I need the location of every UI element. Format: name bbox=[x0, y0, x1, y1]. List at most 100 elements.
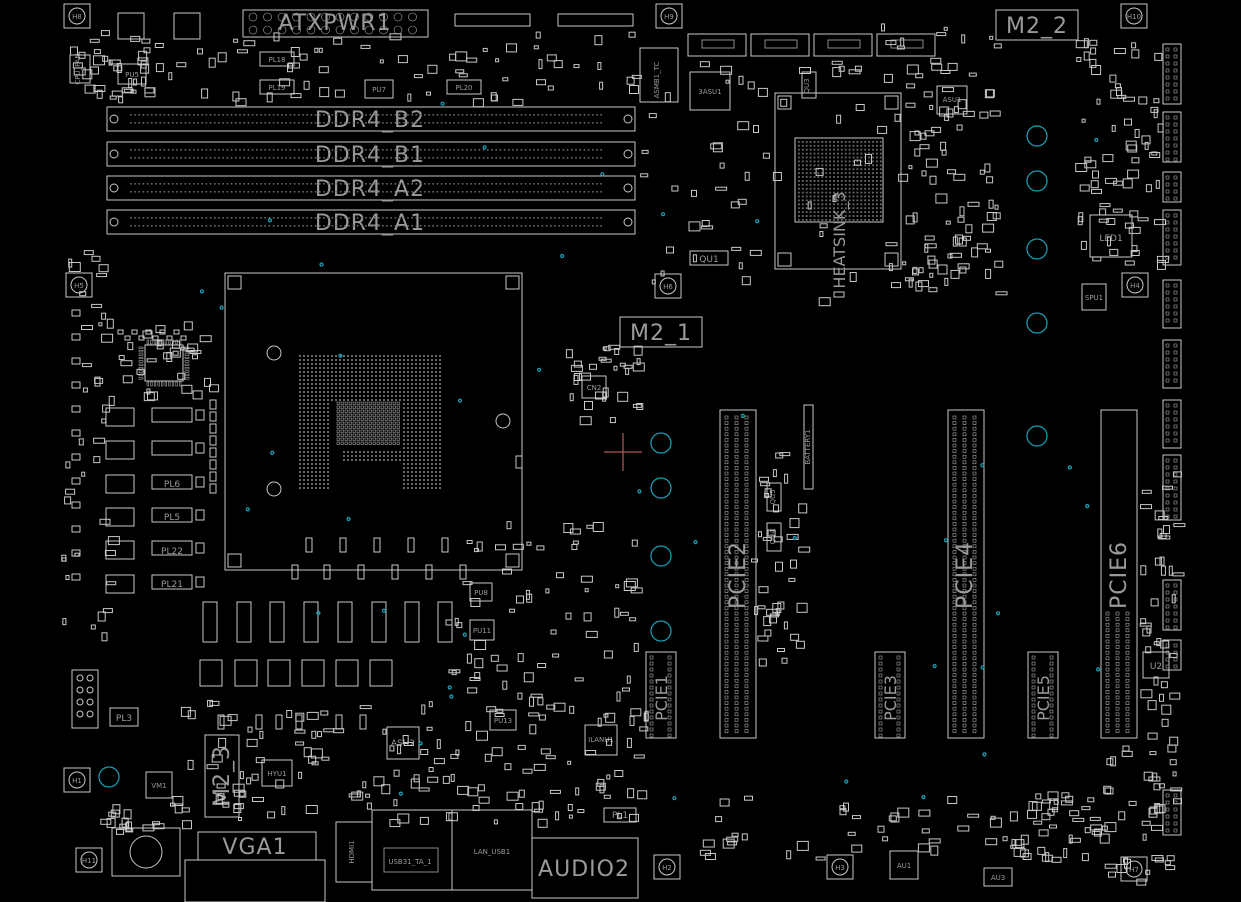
m2-2-slot[interactable]: M2_2 bbox=[995, 9, 1079, 41]
svg-text:USB31_TA_1: USB31_TA_1 bbox=[388, 858, 431, 866]
svg-text:PU13: PU13 bbox=[494, 717, 512, 725]
pcie2-label: PCIE2 bbox=[726, 541, 751, 609]
pcie1-label: PCIE1 bbox=[652, 675, 671, 721]
ps2-connector[interactable] bbox=[111, 827, 181, 877]
pl20-choke: PL20 bbox=[446, 79, 482, 95]
svg-text:PL18: PL18 bbox=[268, 56, 285, 64]
pcie2-slot[interactable]: PCIE2 bbox=[719, 409, 757, 739]
hdmi-connector[interactable]: HDMI1 bbox=[335, 821, 373, 883]
pcie3-label: PCIE3 bbox=[881, 675, 900, 721]
audio-connector[interactable]: AUDIO2 bbox=[531, 837, 639, 899]
hole-h3: H3 bbox=[826, 854, 854, 880]
u2-chip: U2 bbox=[1142, 651, 1170, 679]
ddr4-a1-slot[interactable]: DDR4_A1 bbox=[106, 209, 636, 236]
usb-connector[interactable]: USB31_TA_1 bbox=[371, 809, 453, 891]
svg-text:QU3: QU3 bbox=[803, 78, 811, 93]
small-components bbox=[61, 23, 1186, 886]
spu1-chip: SPU1 bbox=[1081, 283, 1107, 311]
chipset-heatsink[interactable]: HEATSINK_3 bbox=[774, 92, 902, 289]
led1: LED1 bbox=[1089, 214, 1133, 258]
ddr4-slots: DDR4_B2 DDR4_B1 DDR4_A2 DDR4_A1 bbox=[106, 106, 636, 236]
au3-chip: AU3 bbox=[983, 867, 1013, 887]
pl3-choke: PL3 bbox=[109, 707, 139, 727]
ddr4-b1-slot[interactable]: DDR4_B1 bbox=[106, 141, 636, 168]
svg-text:ILANU1: ILANU1 bbox=[588, 736, 614, 744]
pcie4-slot[interactable]: PCIE4 bbox=[947, 409, 985, 739]
vm1-chip: VM1 bbox=[145, 771, 173, 799]
top-header-1 bbox=[454, 13, 531, 27]
svg-text:HDMI1: HDMI1 bbox=[348, 840, 356, 863]
svg-text:VM1: VM1 bbox=[151, 782, 166, 790]
m2-1-slot[interactable]: M2_1 bbox=[619, 316, 703, 348]
lan-usb-connector[interactable]: LAN_USB1 bbox=[451, 809, 533, 891]
atx-power-connector[interactable]: ATXPWR1 bbox=[242, 9, 429, 38]
svg-text:H1: H1 bbox=[72, 777, 82, 785]
pcie1-slot[interactable]: PCIE1 bbox=[645, 651, 677, 739]
svg-text:ASMB1_TC: ASMB1_TC bbox=[653, 61, 661, 98]
pcie5-slot[interactable]: PCIE5 bbox=[1027, 651, 1059, 739]
pl18-choke: PL18 bbox=[259, 51, 295, 67]
ddr4-a2-slot[interactable]: DDR4_A2 bbox=[106, 175, 636, 202]
heatsink-label: HEATSINK_3 bbox=[830, 191, 850, 288]
svg-text:PU11: PU11 bbox=[473, 627, 491, 635]
svg-text:H5: H5 bbox=[74, 282, 84, 290]
svg-text:PL21: PL21 bbox=[161, 580, 183, 590]
origin-cross bbox=[604, 433, 642, 471]
pu7-chip: PU7 bbox=[364, 79, 394, 99]
ddr4-b1-label: DDR4_B1 bbox=[315, 143, 425, 168]
svg-text:PU8: PU8 bbox=[474, 589, 488, 597]
hole-h8: H8 bbox=[63, 3, 91, 29]
svg-text:BATTERY1: BATTERY1 bbox=[804, 429, 812, 464]
svg-text:CPU_FAN: CPU_FAN bbox=[74, 53, 82, 84]
svg-text:PL1: PL1 bbox=[612, 811, 628, 821]
cpu-socket[interactable] bbox=[224, 272, 523, 571]
ddr4-a2-label: DDR4_A2 bbox=[315, 177, 425, 202]
pl22-choke: PL22 bbox=[161, 547, 183, 557]
svg-text:HYU1: HYU1 bbox=[267, 770, 286, 778]
svg-text:SPU1: SPU1 bbox=[1085, 294, 1103, 302]
top-component-1 bbox=[117, 12, 145, 40]
asu1-chip: ASU1 bbox=[936, 85, 968, 115]
ddr4-a1-label: DDR4_A1 bbox=[315, 211, 425, 236]
svg-text:H9: H9 bbox=[664, 13, 674, 21]
hole-h5: H5 bbox=[65, 272, 93, 298]
pcie6-slot[interactable]: PCIE6 bbox=[1100, 409, 1138, 739]
svg-text:PU7: PU7 bbox=[372, 86, 386, 94]
svg-text:QU5: QU5 bbox=[769, 489, 777, 504]
hole-h4: H4 bbox=[1121, 272, 1149, 298]
pl19-choke: PL19 bbox=[259, 79, 295, 95]
hole-h9: H9 bbox=[655, 3, 683, 29]
svg-text:H4: H4 bbox=[1130, 282, 1140, 290]
right-edge-headers bbox=[1162, 43, 1182, 836]
svg-text:QU1: QU1 bbox=[699, 255, 718, 265]
battery: BATTERY1 bbox=[803, 404, 814, 490]
qu3-chip: QU3 bbox=[801, 71, 817, 99]
pu11-chip: PU11 bbox=[469, 619, 495, 641]
bmc-chip: ASMB1_TC bbox=[639, 47, 679, 103]
top-header-2 bbox=[557, 13, 634, 27]
svg-text:3ASU1: 3ASU1 bbox=[698, 88, 721, 96]
3asu1-chip: 3ASU1 bbox=[689, 71, 731, 111]
cn2-chip: CN2 bbox=[581, 375, 607, 399]
mounting-holes bbox=[98, 125, 1048, 788]
pcie3-slot[interactable]: PCIE3 bbox=[874, 651, 906, 739]
svg-text:H11: H11 bbox=[82, 857, 96, 865]
svg-text:U2: U2 bbox=[1150, 662, 1162, 672]
vga-connector[interactable]: VGA1 bbox=[184, 831, 326, 902]
svg-text:CN2: CN2 bbox=[587, 384, 602, 392]
vrm-chokes-bottom bbox=[199, 537, 467, 730]
svg-text:H6: H6 bbox=[663, 283, 673, 291]
svg-text:H10: H10 bbox=[1127, 13, 1141, 21]
hole-h2: H2 bbox=[653, 854, 681, 880]
pl6-choke: PL6 bbox=[164, 480, 180, 490]
atx-power-label: ATXPWR1 bbox=[278, 11, 391, 36]
svg-text:ASU1: ASU1 bbox=[943, 96, 962, 104]
hole-h6: H6 bbox=[654, 273, 682, 299]
svg-text:H7: H7 bbox=[1129, 866, 1139, 874]
qu1-chip: QU1 bbox=[689, 250, 729, 266]
svg-text:H3: H3 bbox=[835, 864, 845, 872]
svg-text:PL3: PL3 bbox=[116, 714, 132, 724]
ddr4-b2-label: DDR4_B2 bbox=[315, 108, 425, 133]
ddr4-b2-slot[interactable]: DDR4_B2 bbox=[106, 106, 636, 133]
pl1-choke: PL1 bbox=[603, 807, 637, 823]
